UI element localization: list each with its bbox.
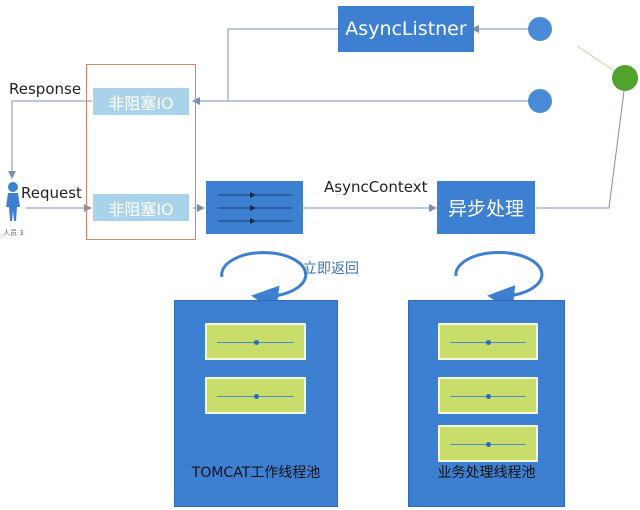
nonblocking-io-label-bottom: 非阻塞IO [108, 199, 174, 219]
async-context-label: AsyncContext [324, 178, 428, 196]
business-worker-thread[interactable] [438, 323, 538, 360]
async-listener-box[interactable]: AsyncListner [338, 6, 474, 52]
user-caption: 人员 3 [3, 229, 24, 237]
response-callback-node[interactable] [528, 89, 552, 113]
listener-callback-node[interactable] [528, 17, 552, 41]
completion-node[interactable] [612, 65, 638, 91]
nonblocking-io-container [86, 64, 196, 240]
async-processing-label: 异步处理 [447, 198, 524, 220]
nonblocking-io-box-bottom[interactable]: 非阻塞IO [93, 194, 189, 221]
tomcat-thread-pool[interactable]: TOMCAT工作线程池 [174, 300, 338, 507]
nonblocking-io-box-top[interactable]: 非阻塞IO [93, 88, 189, 115]
request-label: Request [21, 184, 82, 202]
response-path-line [8, 100, 92, 179]
tomcat-worker-thread[interactable] [205, 377, 306, 414]
tomcat-worker-thread[interactable] [205, 323, 306, 360]
async-to-node-line [536, 90, 625, 209]
business-worker-thread[interactable] [438, 425, 538, 462]
thread-queue-box[interactable] [206, 181, 303, 234]
immediate-return-loop-arrow [220, 251, 308, 313]
business-pool-label: 业务处理线程池 [437, 465, 536, 481]
thread-queue-lines [218, 192, 292, 224]
node-link-line [576, 45, 617, 73]
tomcat-pool-label: TOMCAT工作线程池 [191, 465, 321, 481]
async-listener-label: AsyncListner [345, 18, 467, 40]
async-loop-arrow [454, 250, 544, 312]
business-worker-thread[interactable] [438, 377, 538, 414]
listener-to-response-line [227, 28, 338, 101]
immediate-return-label: 立即返回 [303, 261, 359, 277]
response-label: Response [9, 80, 82, 98]
async-processing-box[interactable]: 异步处理 [437, 181, 535, 234]
business-thread-pool[interactable]: 业务处理线程池 [408, 300, 565, 507]
nonblocking-io-label-top: 非阻塞IO [108, 93, 174, 113]
user-icon [5, 181, 21, 227]
